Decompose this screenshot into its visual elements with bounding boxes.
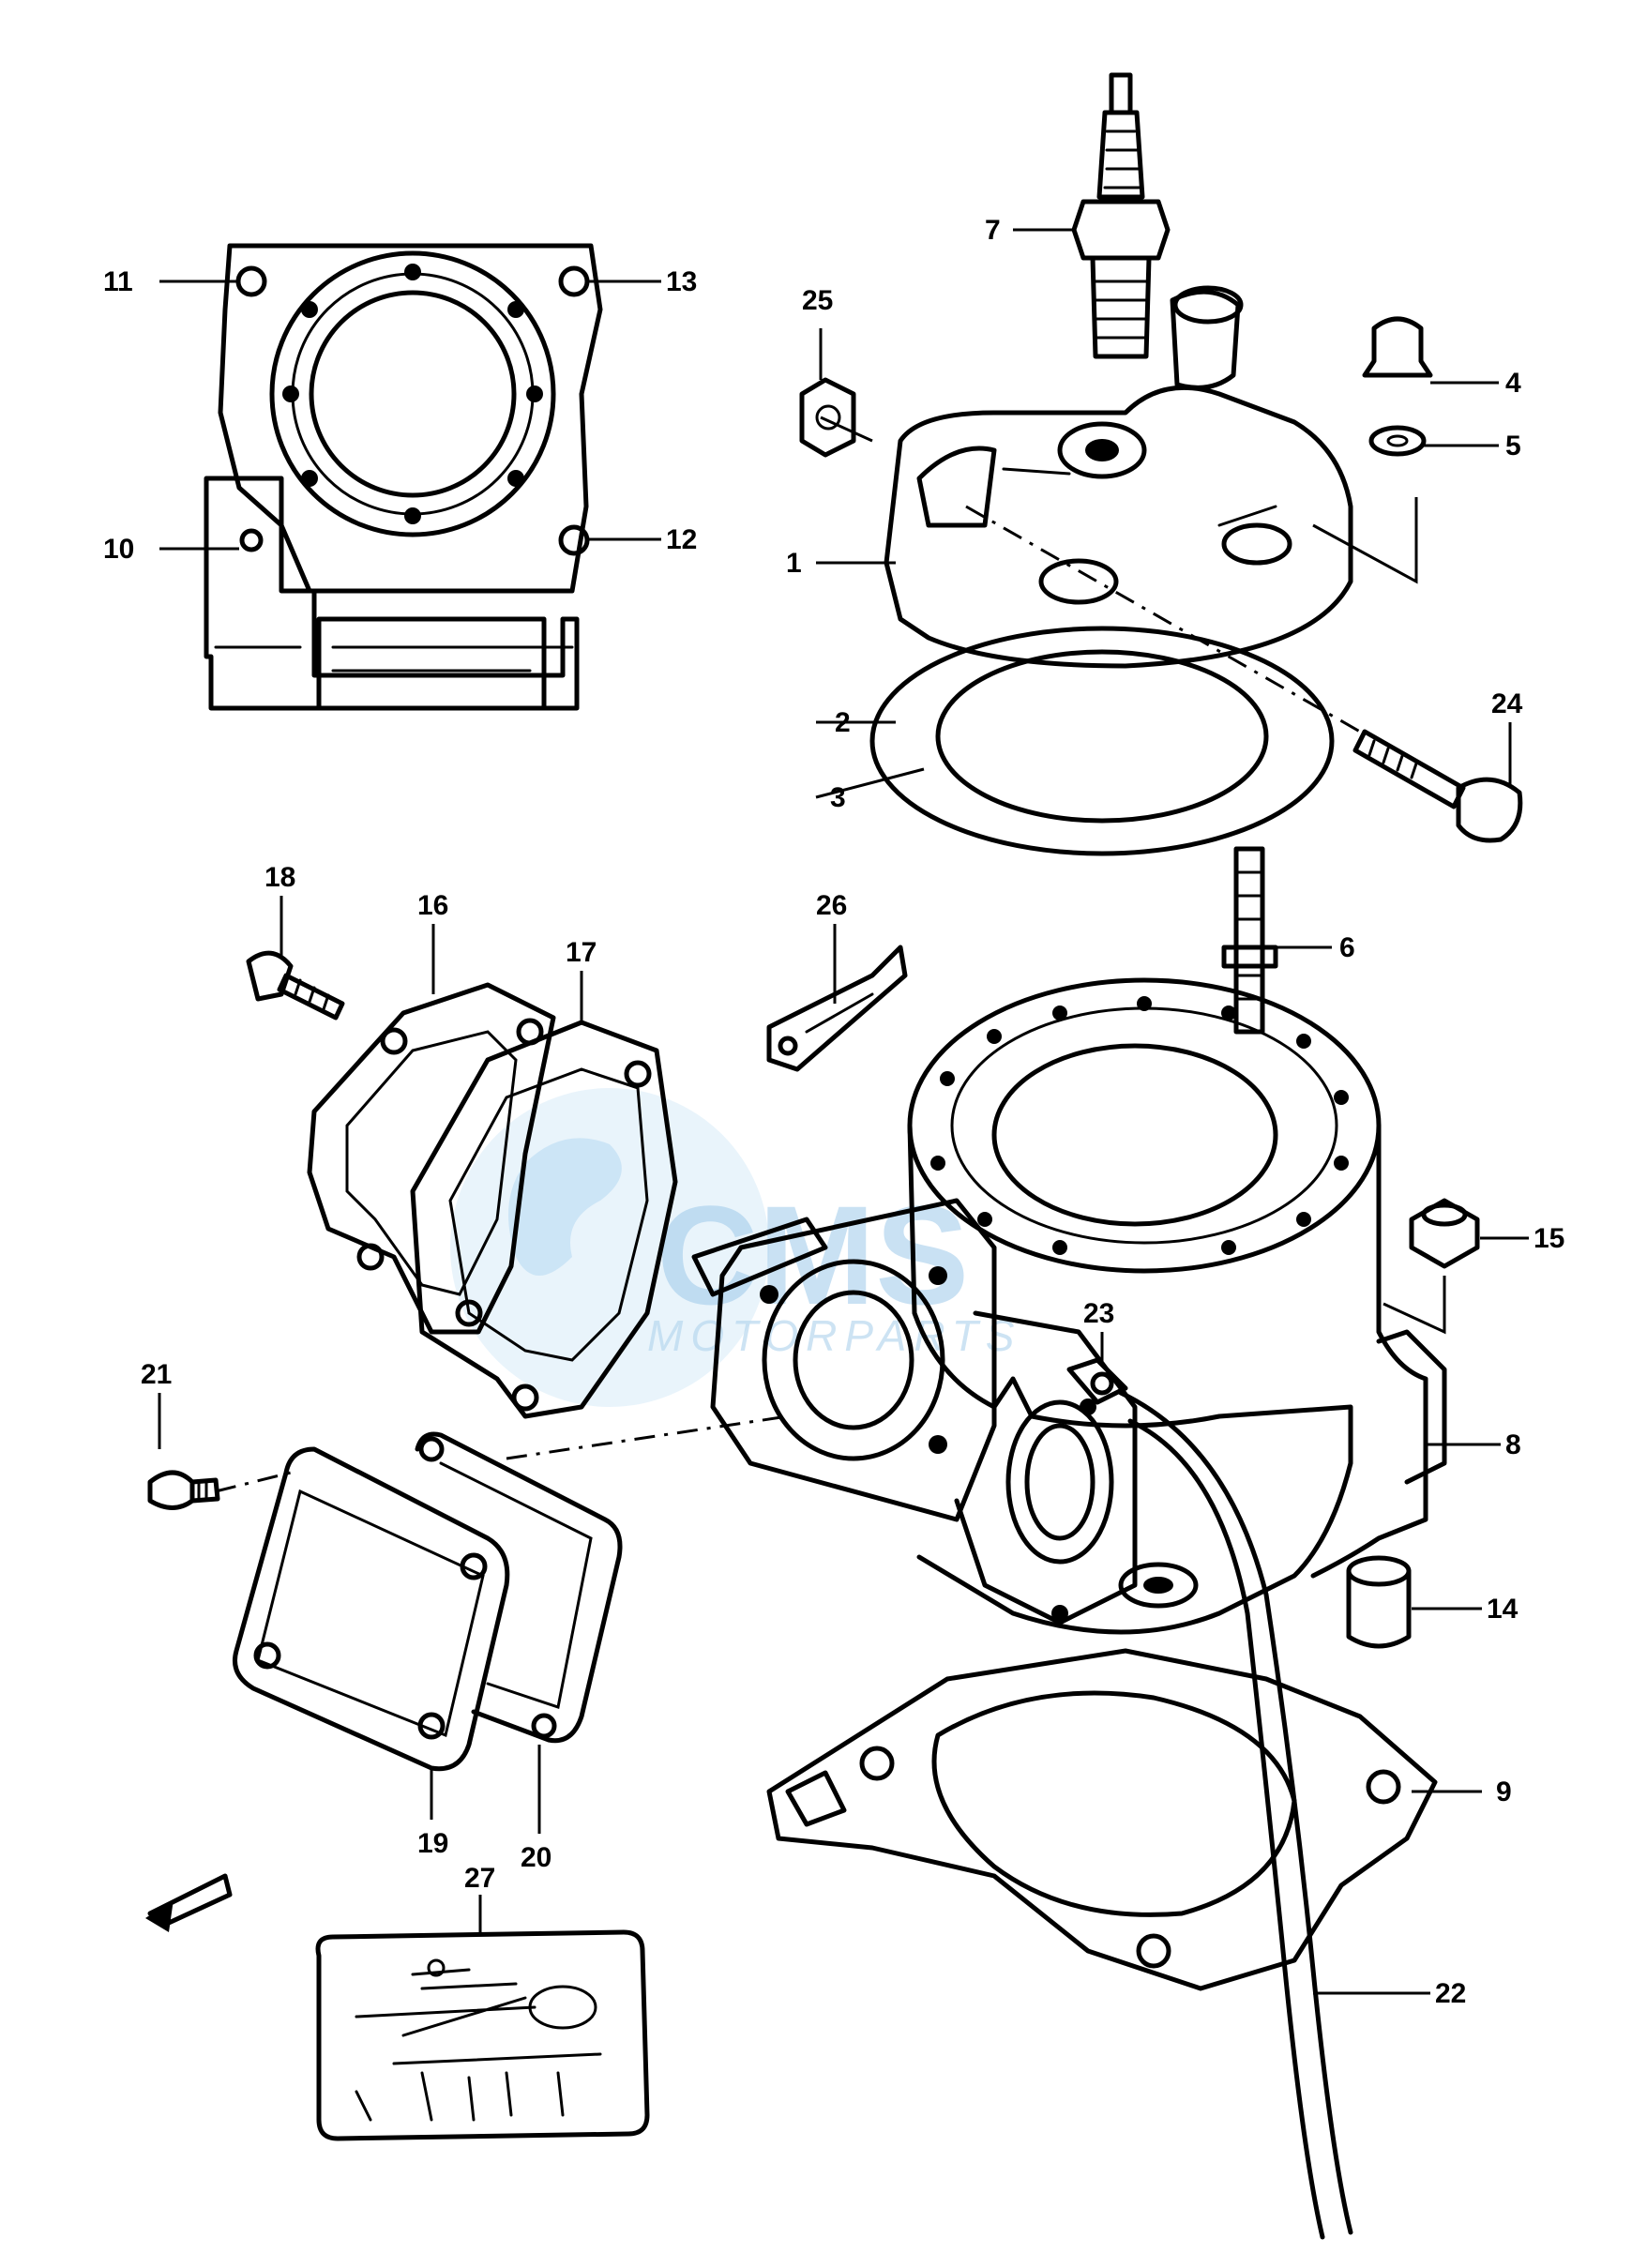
callout-3: 3 (830, 782, 846, 813)
callout-19: 19 (417, 1828, 448, 1859)
nut-15 (1409, 1198, 1480, 1269)
callout-5: 5 (1505, 431, 1521, 461)
bracket-26 (766, 945, 908, 1072)
callout-2: 2 (835, 707, 851, 738)
watermark-tagline: MOTORPARTS (647, 1311, 1021, 1360)
callout-18: 18 (264, 862, 295, 893)
callout-11: 11 (103, 266, 133, 297)
callout-25: 25 (802, 285, 833, 316)
washer-5 (1368, 425, 1427, 457)
callout-6: 6 (1339, 932, 1355, 963)
cap-nut-4 (1362, 316, 1433, 378)
cylinder-head (884, 285, 1353, 669)
exhaust-gasket-17 (410, 1020, 678, 1419)
leader-lines (158, 228, 1529, 1995)
spark-plug (1071, 72, 1171, 359)
head-gaskets (869, 626, 1335, 856)
collar-14 (1346, 1555, 1412, 1649)
callout-27: 27 (464, 1863, 495, 1894)
callout-24: 24 (1491, 688, 1523, 719)
callout-20: 20 (521, 1842, 552, 1873)
cover-gasket-20 (415, 1431, 623, 1744)
base-gasket (766, 1648, 1438, 1991)
callouts: 11 13 10 12 7 25 4 5 1 2 3 24 6 15 8 14 … (103, 215, 1564, 2009)
callout-7: 7 (985, 215, 1001, 246)
callout-13: 13 (666, 266, 697, 297)
cover-plate-19 (233, 1446, 510, 1772)
callout-8: 8 (1505, 1429, 1521, 1460)
front-direction-arrow-icon (145, 1873, 233, 1932)
cylinder-body (691, 977, 1447, 1635)
callout-10: 10 (103, 534, 134, 565)
nut-25 (799, 377, 856, 458)
hose-22 (1118, 1390, 1353, 2240)
callout-4: 4 (1505, 368, 1521, 399)
callout-22: 22 (1435, 1978, 1466, 2009)
callout-17: 17 (566, 937, 597, 968)
callout-21: 21 (141, 1359, 172, 1390)
screw-21 (147, 1470, 220, 1510)
cylinder-top-view-inset (204, 243, 603, 711)
callout-15: 15 (1534, 1223, 1564, 1254)
callout-16: 16 (417, 890, 448, 921)
callout-14: 14 (1487, 1594, 1519, 1625)
callout-12: 12 (666, 524, 697, 555)
stud-6 (1221, 846, 1278, 1035)
bolt-24 (1352, 729, 1523, 843)
label-plate-27 (315, 1929, 650, 2141)
callout-23: 23 (1083, 1298, 1114, 1329)
bolt-18 (246, 950, 345, 1021)
callout-26: 26 (816, 890, 847, 921)
callout-9: 9 (1496, 1777, 1512, 1807)
callout-1: 1 (786, 548, 802, 579)
